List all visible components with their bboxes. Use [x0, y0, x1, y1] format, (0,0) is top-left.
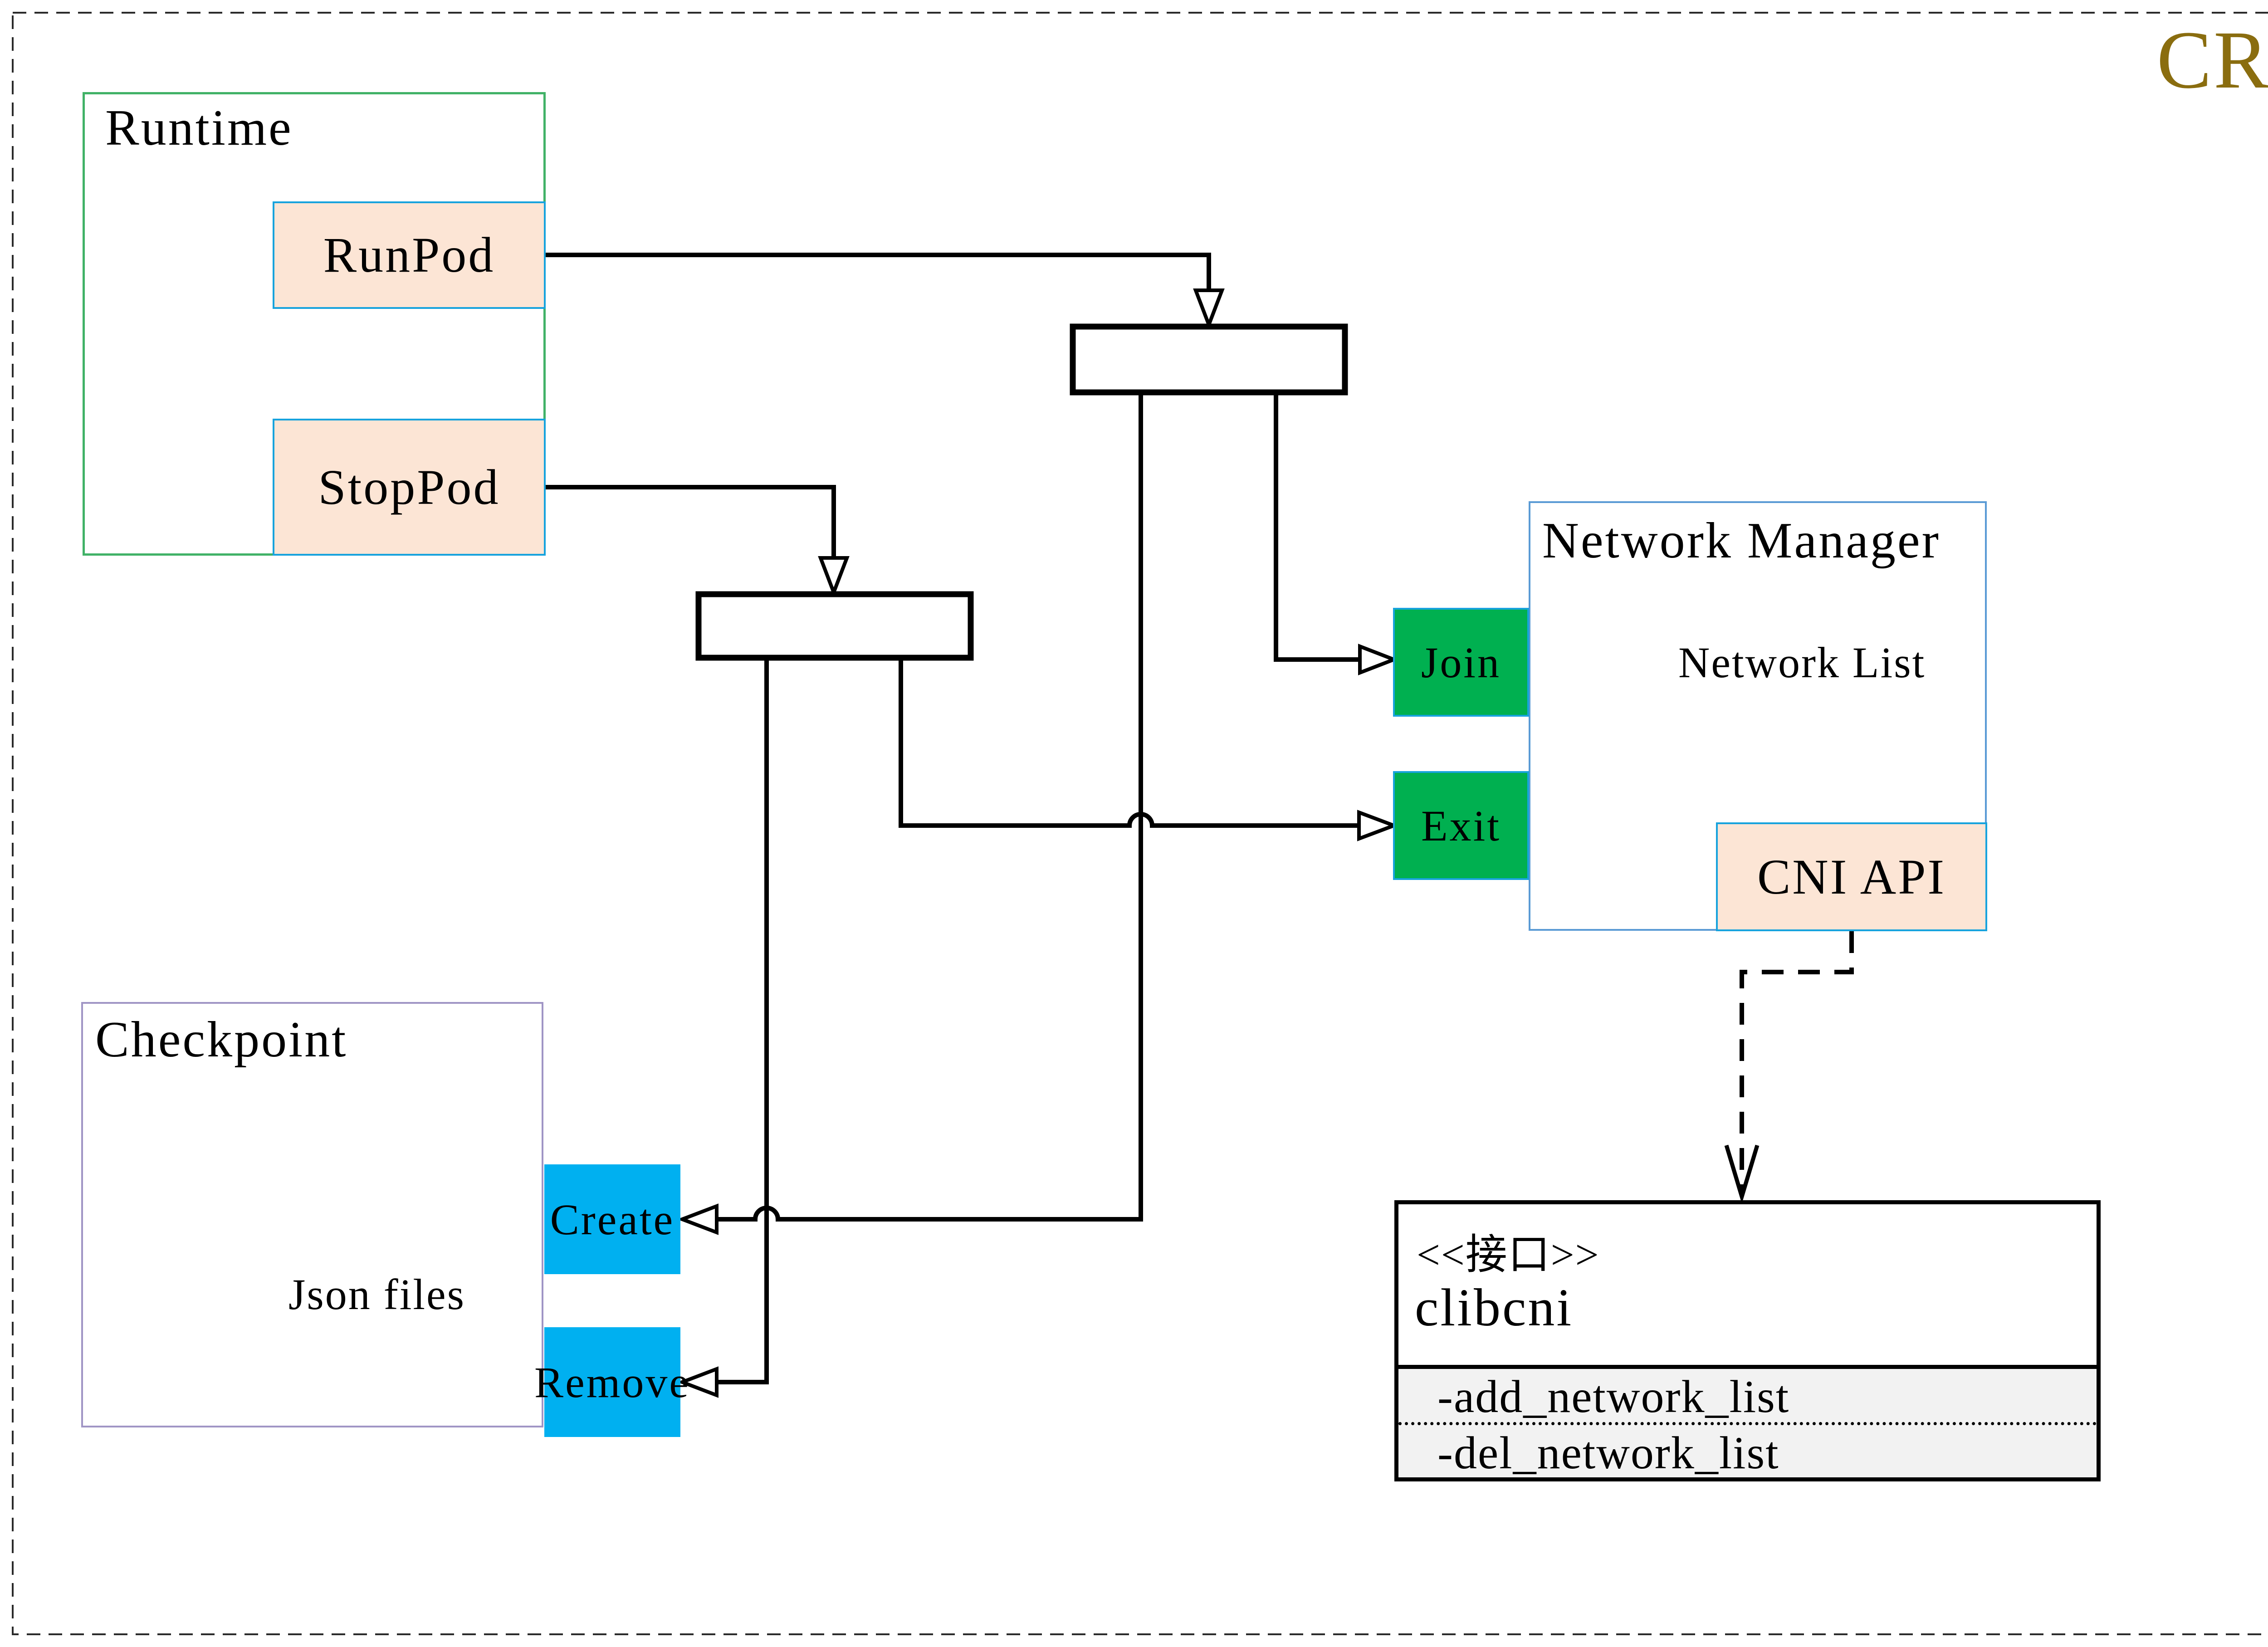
arrowhead-left-create-icon [677, 1203, 719, 1235]
page-dashed-border [12, 12, 2268, 1635]
clibcni-name: clibcni [1415, 1278, 1574, 1337]
junction-box-runpod [1070, 323, 1348, 396]
create-label: Create [550, 1195, 675, 1244]
exit-label: Exit [1421, 801, 1501, 850]
clibcni-members: -add_network_list -del_network_list [1398, 1365, 2097, 1479]
json-files-label: Json files [288, 1270, 465, 1319]
checkpoint-title: Checkpoint [95, 1012, 348, 1068]
create-node: Create [544, 1164, 680, 1274]
remove-node: Remove [534, 1327, 689, 1437]
cni-api-node: CNI API [1716, 822, 1987, 931]
stoppod-node: StopPod [273, 419, 546, 556]
cni-api-label: CNI API [1757, 849, 1946, 904]
connector-junction2-exit [899, 658, 1359, 828]
connector-stoppod-junction [546, 485, 836, 558]
runpod-label: RunPod [323, 227, 495, 283]
arrowhead-right-exit-icon [1357, 810, 1399, 841]
exit-node: Exit [1393, 771, 1529, 880]
arrowhead-open-clibcni-icon [1724, 1144, 1760, 1204]
junction-box-stoppod [695, 591, 974, 661]
remove-label: Remove [534, 1358, 690, 1407]
connector-junction1-create [717, 392, 1143, 1222]
connector-runpod-junction [546, 253, 1211, 290]
connector-junction2-remove [717, 658, 769, 1384]
arrowhead-right-join-icon [1358, 644, 1399, 675]
clibcni-member-add: -add_network_list [1398, 1369, 2097, 1425]
clibcni-header: <<接口>> clibcni [1398, 1204, 2097, 1365]
arrowhead-down-junction2-icon [818, 556, 850, 598]
runpod-node: RunPod [273, 201, 546, 309]
clibcni-stereotype: <<接口>> [1417, 1232, 1600, 1278]
arrowhead-down-junction1-icon [1193, 288, 1225, 330]
network-list-label: Network List [1678, 638, 1926, 687]
join-label: Join [1421, 638, 1501, 687]
runtime-title: Runtime [105, 100, 293, 156]
clibcni-interface-class: <<接口>> clibcni -add_network_list -del_ne… [1394, 1200, 2101, 1481]
network-manager-title: Network Manager [1542, 513, 1941, 569]
clibcni-member-del: -del_network_list [1437, 1427, 1779, 1479]
stoppod-label: StopPod [318, 459, 500, 515]
arrowhead-left-remove-icon [677, 1366, 719, 1398]
join-node: Join [1393, 608, 1529, 717]
diagram-title-cri: CRI [2156, 15, 2268, 106]
connector-cniapi-clibcni-dashed [1740, 931, 1854, 1194]
connector-junction1-join [1274, 392, 1359, 662]
checkpoint-container [81, 1002, 543, 1427]
